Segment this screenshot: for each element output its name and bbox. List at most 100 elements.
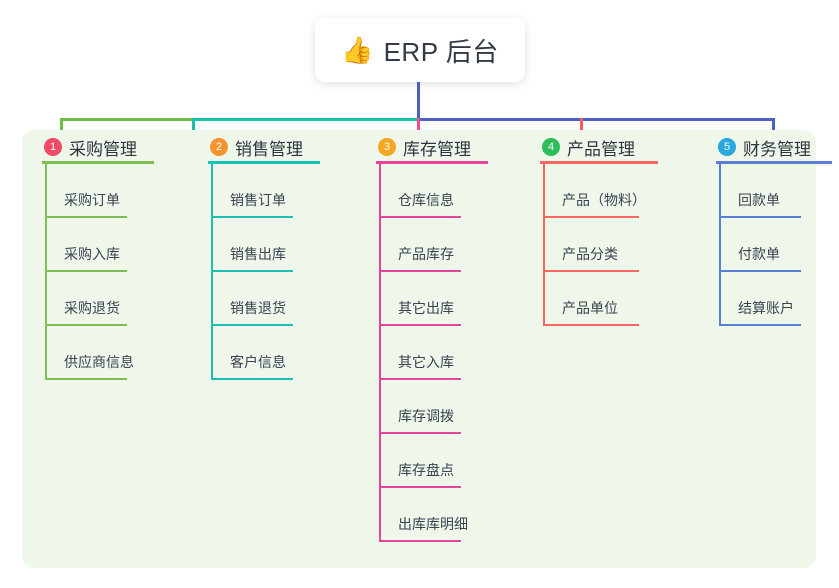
leaf-item[interactable]: 供应商信息 (36, 326, 138, 380)
leaf-item-label: 产品库存 (398, 246, 454, 262)
leaf-item-rule (379, 324, 461, 326)
leaf-item-label: 其它入库 (398, 354, 454, 370)
leaf-item[interactable]: 采购退货 (36, 272, 138, 326)
column-badge-5: 5 (718, 138, 736, 156)
column-1: 1 采购管理采购订单采购入库采购退货供应商信息 (36, 130, 154, 380)
leaf-item-rule (543, 216, 639, 218)
column-trunk-4 (543, 164, 545, 326)
leaf-item-rule (45, 378, 127, 380)
column-title-5: 财务管理 (743, 139, 811, 159)
leaf-item[interactable]: 采购订单 (36, 164, 138, 218)
leaf-item-rule (379, 216, 461, 218)
root-node-title: ERP 后台 (383, 36, 499, 67)
leaf-item[interactable]: 付款单 (710, 218, 812, 272)
leaf-item-label: 仓库信息 (398, 192, 454, 208)
thumbs-up-icon: 👍 (341, 35, 374, 65)
leaf-item[interactable]: 库存盘点 (370, 434, 472, 488)
leaf-item[interactable]: 产品库存 (370, 218, 472, 272)
leaf-item-label: 付款单 (738, 246, 780, 262)
leaf-item-label: 供应商信息 (64, 354, 134, 370)
leaf-item[interactable]: 销售订单 (202, 164, 304, 218)
leaf-item-label: 采购订单 (64, 192, 120, 208)
leaf-item-rule (543, 270, 639, 272)
column-trunk-1 (45, 164, 47, 380)
leaf-item[interactable]: 产品分类 (534, 218, 650, 272)
column-header-2[interactable]: 2 销售管理 (202, 130, 320, 164)
column-header-4[interactable]: 4 产品管理 (534, 130, 658, 164)
leaf-item[interactable]: 销售出库 (202, 218, 304, 272)
segment-teal (192, 118, 417, 121)
leaf-item-rule (719, 216, 801, 218)
leaf-item[interactable]: 产品单位 (534, 272, 650, 326)
leaf-item-label: 库存盘点 (398, 462, 454, 478)
leaf-item-label: 回款单 (738, 192, 780, 208)
leaf-item[interactable]: 销售退货 (202, 272, 304, 326)
leaf-item-rule (379, 378, 461, 380)
column-trunk-5 (719, 164, 721, 326)
leaf-item-rule (211, 378, 293, 380)
leaf-item-rule (543, 324, 639, 326)
root-node-card[interactable]: 👍 ERP 后台 (315, 18, 525, 82)
leaf-item-rule (379, 540, 461, 542)
segment-green (60, 118, 192, 121)
leaf-item-rule (379, 486, 461, 488)
column-header-rule-3 (376, 161, 488, 164)
column-trunk-3 (379, 164, 381, 542)
column-title-3: 库存管理 (403, 139, 471, 159)
column-header-rule-2 (208, 161, 320, 164)
column-4: 4 产品管理产品（物料） 产品分类产品单位 (534, 130, 658, 326)
leaf-item-label: 采购入库 (64, 246, 120, 262)
column-badge-1: 1 (44, 138, 62, 156)
leaf-item-rule (211, 324, 293, 326)
column-3: 3 库存管理仓库信息产品库存其它出库其它入库库存调拨库存盘点出库库明细 (370, 130, 488, 542)
column-header-1[interactable]: 1 采购管理 (36, 130, 154, 164)
leaf-item-label: 采购退货 (64, 300, 120, 316)
column-badge-3: 3 (378, 138, 396, 156)
leaf-item[interactable]: 出库库明细 (370, 488, 472, 542)
leaf-item-rule (379, 432, 461, 434)
column-2: 2 销售管理销售订单销售出库销售退货客户信息 (202, 130, 320, 380)
leaf-item-label: 产品（物料） (562, 192, 646, 208)
segment-indigo (417, 118, 775, 121)
leaf-item[interactable]: 仓库信息 (370, 164, 472, 218)
leaf-item[interactable]: 产品（物料） (534, 164, 650, 218)
column-badge-2: 2 (210, 138, 228, 156)
leaf-item-rule (45, 324, 127, 326)
leaf-item-label: 出库库明细 (398, 516, 468, 532)
column-header-rule-5 (716, 161, 832, 164)
column-header-rule-4 (540, 161, 658, 164)
diagram-panel: 1 采购管理采购订单采购入库采购退货供应商信息 2 销售管理销售订单销售出库销售退货客… (22, 130, 832, 568)
column-badge-4: 4 (542, 138, 560, 156)
leaf-item-label: 结算账户 (738, 300, 794, 316)
column-header-3[interactable]: 3 库存管理 (370, 130, 488, 164)
leaf-item[interactable]: 库存调拨 (370, 380, 472, 434)
column-trunk-2 (211, 164, 213, 380)
leaf-item[interactable]: 其它出库 (370, 272, 472, 326)
leaf-item-rule (45, 270, 127, 272)
leaf-item-label: 产品分类 (562, 246, 618, 262)
column-5: 5 财务管理回款单付款单结算账户 (710, 130, 832, 326)
leaf-item-label: 客户信息 (230, 354, 286, 370)
column-title-1: 采购管理 (69, 139, 137, 159)
leaf-item-label: 库存调拨 (398, 408, 454, 424)
leaf-item-label: 销售订单 (230, 192, 286, 208)
root-trunk-connector (417, 82, 420, 118)
leaf-item[interactable]: 客户信息 (202, 326, 304, 380)
leaf-item-rule (211, 216, 293, 218)
leaf-item-rule (719, 270, 801, 272)
leaf-item-rule (211, 270, 293, 272)
leaf-item-label: 销售出库 (230, 246, 286, 262)
column-title-4: 产品管理 (567, 139, 635, 159)
leaf-item-rule (379, 270, 461, 272)
column-header-5[interactable]: 5 财务管理 (710, 130, 832, 164)
leaf-item-label: 产品单位 (562, 300, 618, 316)
leaf-item-label: 销售退货 (230, 300, 286, 316)
leaf-item-label: 其它出库 (398, 300, 454, 316)
leaf-item[interactable]: 采购入库 (36, 218, 138, 272)
leaf-item-rule (45, 216, 127, 218)
column-header-rule-1 (42, 161, 154, 164)
leaf-item[interactable]: 其它入库 (370, 326, 472, 380)
leaf-item[interactable]: 回款单 (710, 164, 812, 218)
column-title-2: 销售管理 (235, 139, 303, 159)
leaf-item[interactable]: 结算账户 (710, 272, 812, 326)
